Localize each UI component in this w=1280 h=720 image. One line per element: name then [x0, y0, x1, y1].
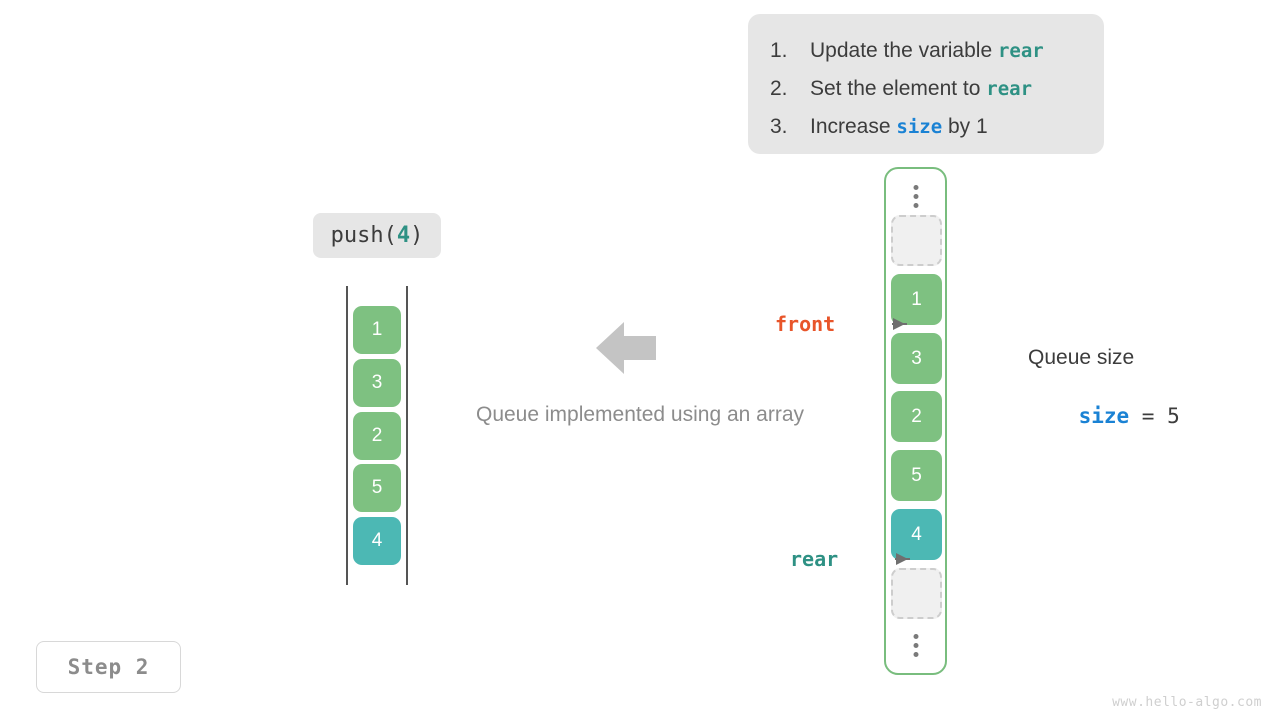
ellipsis-top-icon: [913, 185, 918, 208]
instruction-panel: 1. Update the variable rear 2. Set the e…: [748, 14, 1104, 154]
ellipsis-bottom-icon: [913, 634, 918, 657]
pointer-arrow-icon: [844, 288, 908, 360]
instruction-code-size: size: [896, 116, 943, 138]
pointer-arrow-icon: [847, 523, 911, 595]
diagram-caption: Queue implemented using an array: [475, 403, 805, 426]
rear-pointer-text: rear: [790, 547, 839, 571]
queue-cell: 3: [353, 359, 401, 407]
instruction-item: 3. Increase size by 1: [770, 108, 1084, 146]
queue-size-title: Queue size: [1028, 346, 1135, 369]
queue-cell-new: 4: [353, 517, 401, 565]
queue-cell-empty: [891, 568, 942, 619]
array-rail-right: [406, 286, 408, 585]
instruction-number: 3.: [770, 115, 788, 138]
operation-label: push(4): [313, 213, 441, 258]
queue-size-block: Queue size size = 5: [1028, 344, 1180, 452]
instruction-item: 2. Set the element to rear: [770, 70, 1084, 108]
operation-value: 4: [396, 223, 411, 248]
instruction-text: Update the variable: [810, 39, 998, 62]
queue-cell-rear: 4: [891, 509, 942, 560]
size-expression: = 5: [1129, 404, 1180, 428]
instruction-number: 1.: [770, 39, 788, 62]
step-badge: Step 2: [36, 641, 181, 693]
queue-cell: 3: [891, 333, 942, 384]
queue-cell: 1: [353, 306, 401, 354]
instruction-code-rear: rear: [986, 78, 1033, 100]
left-arrow-icon: [596, 322, 656, 374]
array-rail-left: [346, 286, 348, 585]
queue-cell: 5: [891, 450, 942, 501]
queue-cell: 2: [891, 391, 942, 442]
front-pointer-label: front: [775, 288, 908, 360]
queue-cell-empty: [891, 215, 942, 266]
instruction-number: 2.: [770, 77, 788, 100]
front-pointer-text: front: [775, 312, 836, 336]
operation-close-paren: ): [410, 223, 424, 248]
rear-pointer-label: rear: [790, 523, 911, 595]
circular-queue-array: 1 3 2 5 4: [884, 167, 947, 675]
instruction-item: 1. Update the variable rear: [770, 32, 1084, 70]
instruction-text: Set the element to: [810, 77, 987, 100]
watermark: www.hello-algo.com: [1112, 695, 1262, 710]
queue-cell-front: 1: [891, 274, 942, 325]
instruction-text: Increase: [810, 115, 897, 138]
queue-cell: 2: [353, 412, 401, 460]
size-variable-name: size: [1078, 404, 1130, 428]
operation-name: push(: [330, 223, 397, 248]
instruction-code-rear: rear: [997, 40, 1044, 62]
instruction-text-post: by 1: [942, 115, 988, 138]
queue-cell: 5: [353, 464, 401, 512]
queue-size-value: size = 5: [1028, 380, 1180, 452]
